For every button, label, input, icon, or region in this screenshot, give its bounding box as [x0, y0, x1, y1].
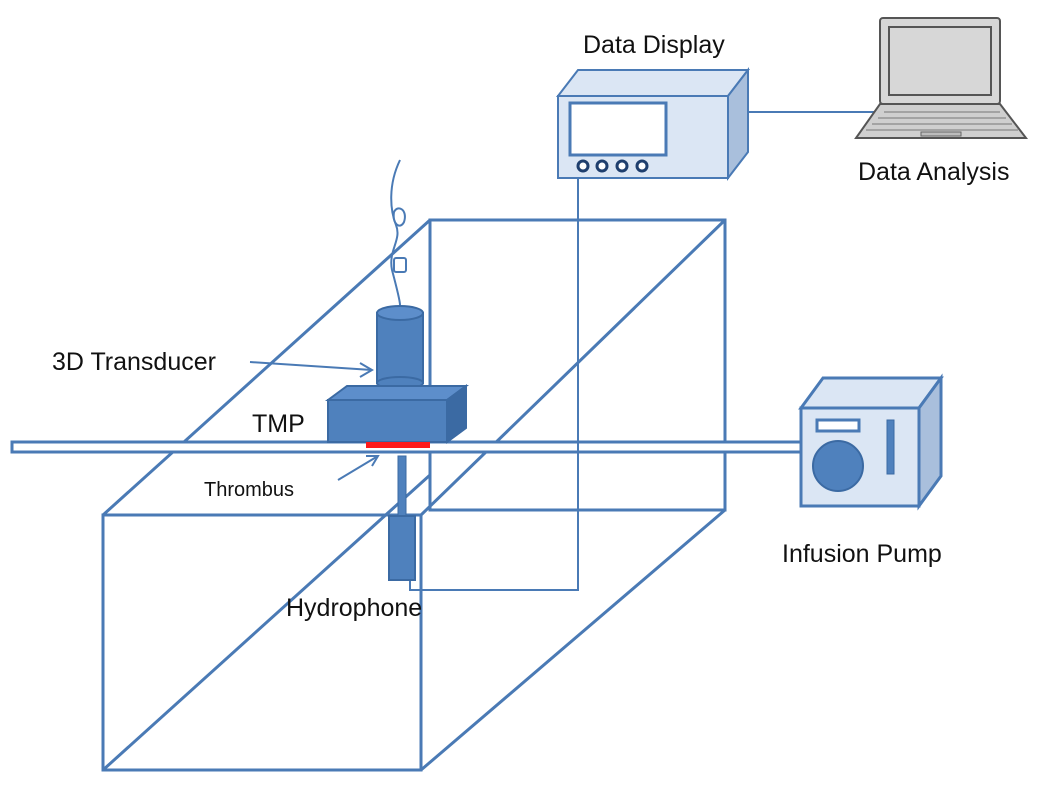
label-infusion-pump: Infusion Pump [782, 540, 942, 568]
thrombus-arrow [337, 455, 379, 481]
label-thrombus: Thrombus [204, 479, 294, 501]
infusion-pump-icon [798, 373, 944, 511]
hydrophone-cable [409, 178, 579, 591]
water-tank [101, 218, 727, 772]
label-hydrophone: Hydrophone [286, 594, 422, 622]
thrombus-arrowhead [366, 455, 380, 467]
label-transducer: 3D Transducer [52, 348, 216, 376]
tmp-block [324, 384, 470, 444]
thrombus-marker [366, 442, 430, 448]
transducer-arrow [249, 361, 373, 371]
annotation-arrows [249, 361, 380, 481]
label-data-analysis: Data Analysis [858, 158, 1009, 186]
transducer-arrowhead [359, 362, 374, 378]
cable-loop-1 [392, 207, 406, 227]
label-data-display: Data Display [583, 31, 725, 59]
transducer-cylinder [376, 305, 424, 390]
laptop-icon [854, 17, 1029, 139]
cable-loop-2 [393, 257, 407, 273]
transducer-cable [390, 159, 401, 306]
oscilloscope-icon [555, 67, 751, 181]
hydrophone [388, 455, 416, 581]
label-tmp: TMP [252, 410, 305, 438]
